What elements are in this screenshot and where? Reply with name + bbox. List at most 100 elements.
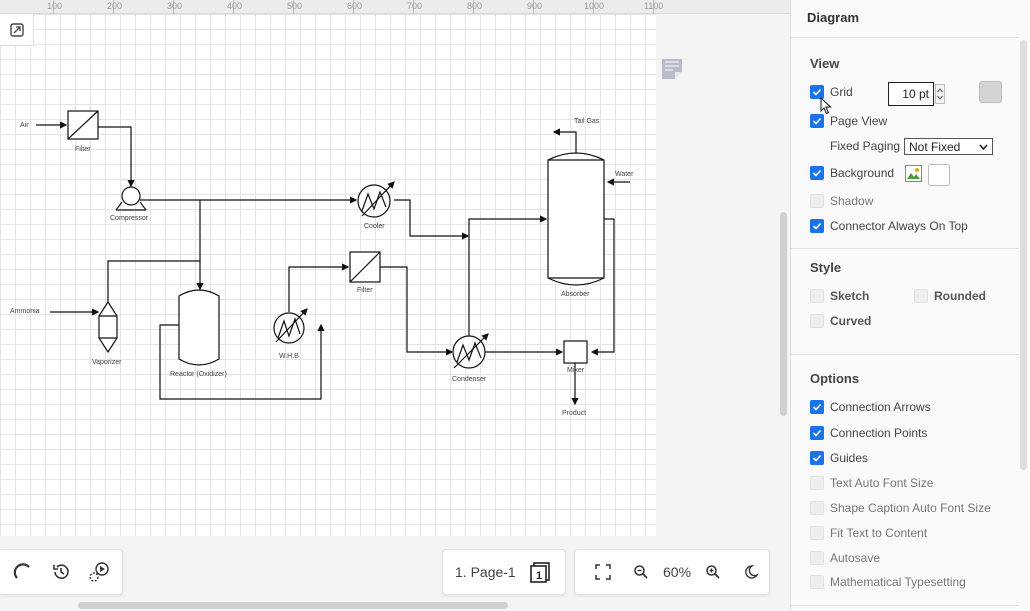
rounded-checkbox[interactable] bbox=[914, 289, 928, 303]
connection-arrows-option[interactable]: Connection Arrows bbox=[810, 400, 931, 414]
divider bbox=[791, 248, 1019, 249]
connector-on-top-label: Connector Always On Top bbox=[830, 219, 968, 233]
diagram-editor[interactable]: 100 200 300 400 500 600 700 800 900 1000… bbox=[0, 0, 790, 611]
grid-size-input[interactable]: 10 pt bbox=[888, 82, 934, 106]
connector-on-top-option[interactable]: Connector Always On Top bbox=[810, 219, 968, 233]
label-vaporizer: Vaporizer bbox=[92, 359, 122, 366]
zoom-toolbar: 60% bbox=[574, 549, 770, 595]
label-filter-1: Filter bbox=[75, 146, 91, 153]
shape-caption-font-option[interactable]: Shape Caption Auto Font Size bbox=[810, 501, 991, 515]
shape-caption-font-label: Shape Caption Auto Font Size bbox=[830, 501, 991, 515]
sketch-option[interactable]: Sketch bbox=[810, 289, 869, 303]
guides-checkbox[interactable] bbox=[810, 451, 824, 465]
connection-points-checkbox[interactable] bbox=[810, 426, 824, 440]
ruler-label: 700 bbox=[407, 1, 423, 11]
label-product: Product bbox=[562, 410, 586, 417]
ruler-label: 300 bbox=[167, 1, 183, 11]
zoom-out-icon[interactable] bbox=[629, 560, 653, 584]
pages-icon[interactable]: 1 bbox=[528, 560, 552, 584]
fixed-paging-row: Fixed Paging bbox=[830, 139, 900, 153]
chevron-down-icon bbox=[979, 144, 988, 151]
autosave-option[interactable]: Autosave bbox=[810, 551, 880, 565]
math-typesetting-checkbox[interactable] bbox=[810, 575, 824, 589]
ruler-label: 800 bbox=[467, 1, 483, 11]
connection-arrows-checkbox[interactable] bbox=[810, 400, 824, 414]
vertical-scrollbar[interactable] bbox=[780, 212, 787, 416]
condenser-shape[interactable] bbox=[452, 335, 486, 369]
view-section-title: View bbox=[810, 56, 840, 71]
ruler-label: 500 bbox=[287, 1, 303, 11]
divider bbox=[791, 37, 1019, 38]
plugins-icon[interactable] bbox=[87, 560, 111, 584]
zoom-level[interactable]: 60% bbox=[663, 564, 692, 580]
connection-points-label: Connection Points bbox=[830, 426, 928, 440]
grid-color-swatch[interactable] bbox=[979, 81, 1002, 103]
fit-screen-icon[interactable] bbox=[591, 560, 615, 584]
mixer-shape[interactable] bbox=[563, 340, 588, 364]
fit-text-option[interactable]: Fit Text to Content bbox=[810, 526, 927, 540]
sketch-checkbox[interactable] bbox=[810, 289, 824, 303]
fit-text-checkbox[interactable] bbox=[810, 526, 824, 540]
background-image-icon[interactable] bbox=[905, 165, 922, 187]
compressor-shape[interactable] bbox=[121, 186, 141, 206]
text-auto-font-checkbox[interactable] bbox=[810, 476, 824, 490]
ruler-label: 100 bbox=[47, 1, 63, 11]
panel-scrollbar[interactable] bbox=[1020, 40, 1027, 470]
fit-text-label: Fit Text to Content bbox=[830, 526, 928, 540]
vaporizer-shape[interactable] bbox=[98, 300, 118, 354]
autosave-checkbox[interactable] bbox=[810, 551, 824, 565]
page-selector[interactable]: 1. Page-1 bbox=[455, 564, 516, 580]
text-auto-font-label: Text Auto Font Size bbox=[830, 476, 934, 490]
mouse-cursor-icon bbox=[820, 97, 832, 115]
page-toolbar: 1. Page-1 1 bbox=[442, 549, 566, 595]
format-page-icon[interactable] bbox=[0, 14, 34, 46]
rounded-label: Rounded bbox=[934, 289, 986, 303]
background-option[interactable]: Background bbox=[810, 166, 894, 180]
shape-caption-font-checkbox[interactable] bbox=[810, 501, 824, 515]
shadow-checkbox[interactable] bbox=[810, 194, 824, 208]
label-reactor: Reactor (Oxidizer) bbox=[170, 371, 227, 378]
process-flow-diagram[interactable]: Air Filter Compressor Ammonia Vaporizer … bbox=[0, 14, 656, 536]
dark-mode-icon[interactable] bbox=[739, 560, 763, 584]
label-ammonia: Ammonia bbox=[10, 308, 40, 315]
horizontal-scrollbar[interactable] bbox=[78, 602, 508, 609]
grid-option[interactable]: Grid bbox=[810, 85, 853, 99]
absorber-shape[interactable] bbox=[547, 152, 605, 286]
page-count: 1 bbox=[536, 570, 542, 582]
page-view-option[interactable]: Page View bbox=[810, 114, 887, 128]
horizontal-ruler: 100 200 300 400 500 600 700 800 900 1000… bbox=[0, 0, 790, 14]
cooler-shape[interactable] bbox=[357, 184, 391, 218]
label-water: Water bbox=[615, 171, 634, 178]
zoom-in-icon[interactable] bbox=[701, 560, 725, 584]
page-view-checkbox[interactable] bbox=[810, 114, 824, 128]
grid-page[interactable] bbox=[0, 14, 656, 536]
curved-checkbox[interactable] bbox=[810, 314, 824, 328]
ruler-label: 1100 bbox=[644, 1, 664, 11]
background-checkbox[interactable] bbox=[810, 166, 824, 180]
ruler-label: 200 bbox=[107, 1, 123, 11]
grid-size-stepper[interactable] bbox=[935, 84, 945, 104]
history-icon[interactable] bbox=[49, 560, 73, 584]
reactor-shape[interactable] bbox=[178, 289, 220, 366]
fixed-paging-select[interactable]: Not Fixed bbox=[904, 138, 993, 155]
connection-arrows-label: Connection Arrows bbox=[830, 400, 931, 414]
connector-on-top-checkbox[interactable] bbox=[810, 219, 824, 233]
text-auto-font-option[interactable]: Text Auto Font Size bbox=[810, 476, 933, 490]
curved-option[interactable]: Curved bbox=[810, 314, 871, 328]
label-cooler: Cooler bbox=[364, 223, 385, 230]
label-absorber: Absorber bbox=[561, 291, 590, 298]
shadow-option[interactable]: Shadow bbox=[810, 194, 873, 208]
page-fold-icon[interactable] bbox=[661, 58, 683, 85]
label-condenser: Condenser bbox=[452, 376, 487, 383]
rounded-option[interactable]: Rounded bbox=[914, 289, 986, 303]
guides-option[interactable]: Guides bbox=[810, 451, 868, 465]
undo-icon[interactable] bbox=[11, 560, 35, 584]
label-air: Air bbox=[20, 122, 29, 129]
connection-points-option[interactable]: Connection Points bbox=[810, 426, 927, 440]
fixed-paging-label: Fixed Paging bbox=[830, 139, 901, 153]
label-mixer: Mixer bbox=[567, 367, 585, 374]
math-typesetting-option[interactable]: Mathematical Typesetting bbox=[810, 575, 966, 589]
grid-checkbox[interactable] bbox=[810, 85, 824, 99]
background-color-swatch[interactable] bbox=[928, 164, 950, 186]
